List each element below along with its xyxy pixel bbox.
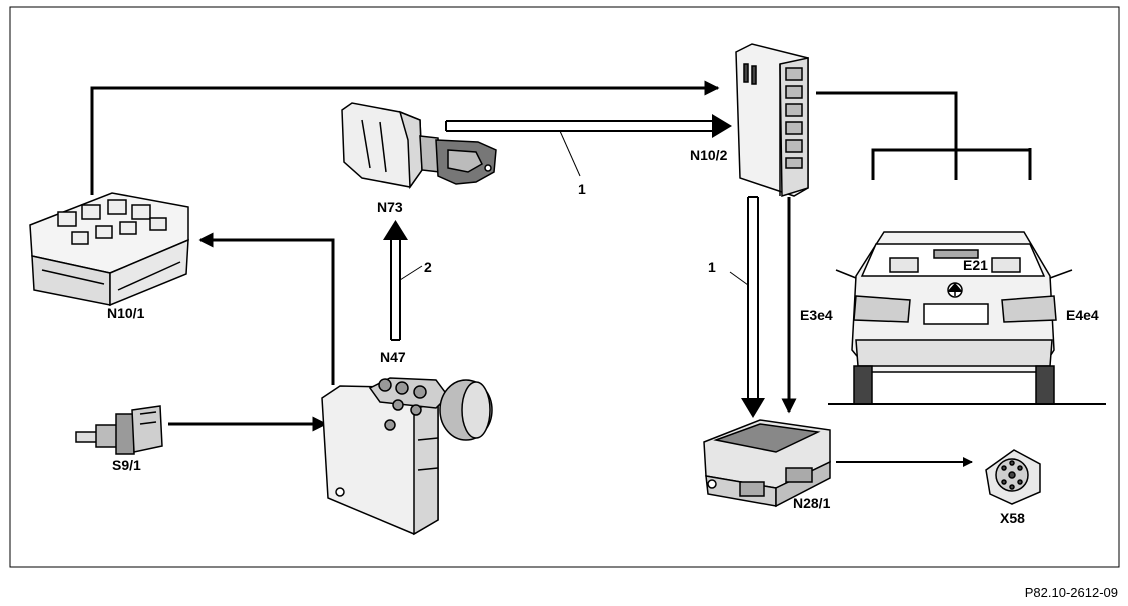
label-bus-1-upper: 1 (578, 181, 586, 197)
label-n10-2: N10/2 (690, 147, 728, 163)
vehicle-rear-view (828, 180, 1106, 405)
label-x58: X58 (1000, 510, 1025, 526)
bus-n47-to-n73 (383, 220, 423, 341)
label-e21: E21 (963, 257, 988, 273)
line-n10-1-to-n10-2 (90, 80, 720, 195)
n10-1-module (29, 192, 189, 307)
label-s9-1: S9/1 (112, 457, 141, 473)
label-n47: N47 (380, 349, 406, 365)
label-bus-2: 2 (424, 259, 432, 275)
line-n47-to-n10-1 (198, 232, 335, 385)
bus-n73-to-n10-2 (445, 114, 732, 177)
label-n73: N73 (377, 199, 403, 215)
n28-1-module (703, 419, 831, 508)
reference-code: P82.10-2612-09 (1025, 585, 1118, 600)
label-bus-1-lower: 1 (708, 259, 716, 275)
label-e4e4: E4e4 (1066, 307, 1099, 323)
label-n10-1: N10/1 (107, 305, 145, 321)
n10-2-module (735, 43, 809, 198)
n73-ignition-switch (341, 102, 497, 190)
bus-n10-2-to-n28-1 (729, 196, 765, 418)
x58-trailer-socket (985, 449, 1041, 505)
label-n28-1: N28/1 (793, 495, 831, 511)
s9-1-switch (75, 405, 163, 455)
label-e3e4: E3e4 (800, 307, 833, 323)
diagram-frame (9, 6, 1120, 568)
n47-abs-unit (321, 377, 493, 536)
